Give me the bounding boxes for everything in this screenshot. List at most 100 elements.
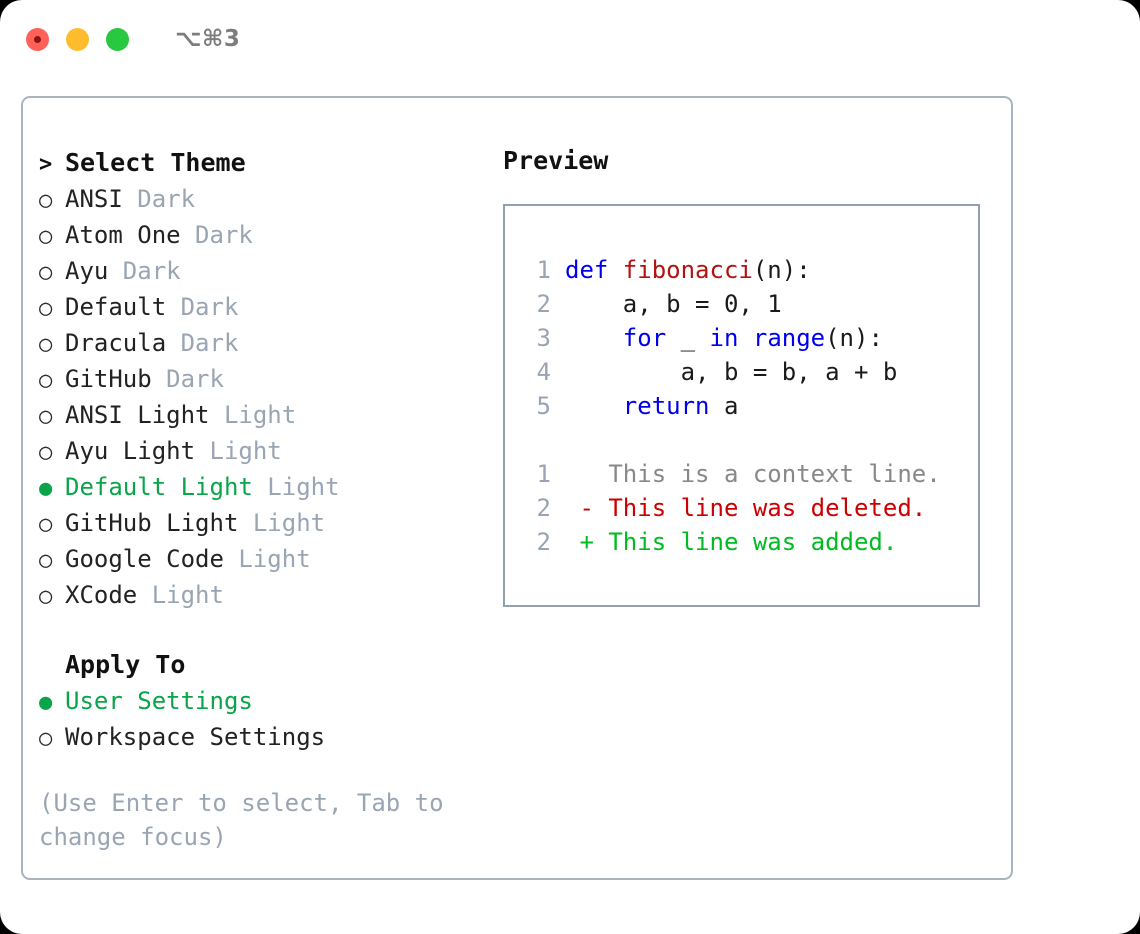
code-line-content: a, b = b, a + b: [565, 355, 898, 389]
code-line-number: 4: [536, 358, 551, 386]
code-token-fn: fibonacci: [622, 256, 753, 284]
apply-to-title: Apply To: [65, 650, 186, 679]
preview-title: Preview: [503, 146, 609, 175]
code-token-plain: _: [666, 324, 710, 352]
theme-variant-badge: Dark: [151, 365, 224, 393]
code-token-plain: (n):: [825, 324, 883, 352]
select-theme-header: > Select Theme: [39, 146, 503, 182]
code-line-2: 3 for _ in range(n):: [523, 321, 978, 355]
theme-option-3[interactable]: ○ Default Dark: [39, 290, 503, 326]
theme-variant-badge: Dark: [122, 185, 196, 213]
select-theme-title: Select Theme: [65, 148, 246, 177]
apply-to-header-spacer: ○: [39, 650, 65, 684]
diff-line-content-add: + This line was added.: [565, 528, 898, 556]
code-token-kw: return: [622, 392, 710, 420]
diff-line-0: 1 This is a context line.: [523, 457, 978, 491]
radio-unselected-icon[interactable]: ○: [39, 368, 53, 393]
theme-variant-badge: Light: [137, 581, 224, 609]
apply-to-option-1[interactable]: ○Workspace Settings: [39, 720, 503, 756]
theme-option-label: GitHub Light: [65, 509, 239, 537]
code-token-kw: in range: [709, 324, 826, 352]
radio-unselected-icon[interactable]: ○: [39, 726, 53, 751]
theme-option-label: Default: [65, 293, 167, 321]
radio-unselected-icon[interactable]: ○: [39, 332, 53, 357]
radio-unselected-icon[interactable]: ○: [39, 188, 53, 213]
radio-selected-icon[interactable]: ●: [39, 690, 53, 715]
diff-line-content-del: - This line was deleted.: [565, 494, 927, 522]
theme-option-8[interactable]: ●Default Light Light: [39, 470, 503, 506]
code-token-plain: [565, 392, 623, 420]
theme-option-11[interactable]: ○ XCode Light: [39, 578, 503, 614]
apply-to-header: ○ Apply To: [39, 648, 503, 684]
code-token-kw: def: [565, 256, 623, 284]
theme-list-column: > Select Theme ○ANSI Dark○Atom One Dark○…: [23, 98, 503, 878]
radio-unselected-icon[interactable]: ○: [39, 440, 53, 465]
theme-option-6[interactable]: ○ANSI Light Light: [39, 398, 503, 434]
theme-option-5[interactable]: ○ GitHub Dark: [39, 362, 503, 398]
theme-selector-panel: > Select Theme ○ANSI Dark○Atom One Dark○…: [21, 96, 1013, 880]
close-window-icon[interactable]: [26, 27, 49, 51]
radio-unselected-icon[interactable]: ○: [39, 260, 53, 285]
theme-option-label: Ayu Light: [65, 437, 196, 465]
apply-to-option-0[interactable]: ● User Settings: [39, 684, 503, 720]
code-line-4: 5 return a: [523, 389, 978, 423]
code-token-plain: a: [709, 392, 739, 420]
diff-line-2: 2 + This line was added.: [523, 525, 978, 559]
theme-variant-badge: Light: [223, 545, 311, 573]
theme-variant-badge: Dark: [166, 329, 239, 357]
theme-option-label: ANSI: [65, 185, 123, 213]
theme-option-7[interactable]: ○ Ayu Light Light: [39, 434, 503, 470]
title-bar: ⌥⌘3: [0, 0, 1140, 78]
minimize-window-icon[interactable]: [66, 27, 89, 51]
code-line-number: 2: [536, 290, 551, 318]
theme-option-1[interactable]: ○ Atom One Dark: [39, 218, 503, 254]
code-token-plain: (n):: [752, 256, 811, 284]
theme-variant-badge: Light: [238, 509, 326, 537]
theme-option-4[interactable]: ○ Dracula Dark: [39, 326, 503, 362]
theme-option-label: XCode: [65, 581, 138, 609]
radio-unselected-icon[interactable]: ○: [39, 548, 53, 573]
diff-line-number: 2: [536, 528, 551, 556]
maximize-window-icon[interactable]: [106, 27, 129, 51]
diff-line-number: 2: [536, 494, 551, 522]
theme-option-10[interactable]: ○ Google Code Light: [39, 542, 503, 578]
code-line-number: 1: [536, 256, 551, 284]
keyboard-shortcut-label: ⌥⌘3: [175, 26, 241, 52]
radio-selected-icon[interactable]: ●: [39, 476, 53, 501]
section-spacer: [39, 614, 503, 648]
theme-option-label: Ayu: [65, 257, 109, 285]
radio-unselected-icon[interactable]: ○: [39, 296, 53, 321]
radio-unselected-icon[interactable]: ○: [39, 512, 53, 537]
code-line-number: 5: [536, 392, 551, 420]
radio-unselected-icon[interactable]: ○: [39, 404, 53, 429]
theme-option-2[interactable]: ○Ayu Dark: [39, 254, 503, 290]
theme-variant-badge: Dark: [180, 221, 253, 249]
theme-option-label: GitHub: [65, 365, 152, 393]
traffic-light-buttons: [26, 27, 129, 51]
theme-option-9[interactable]: ○ GitHub Light Light: [39, 506, 503, 542]
code-line-content: a, b = 0, 1: [565, 287, 782, 321]
theme-option-0[interactable]: ○ ANSI Dark: [39, 182, 503, 218]
theme-option-label: ANSI Light: [65, 401, 210, 429]
theme-variant-badge: Light: [195, 437, 282, 465]
theme-option-label: Google Code: [65, 545, 224, 573]
code-token-plain: a, b = 0, 1: [565, 290, 782, 318]
code-line-3: 4 a, b = b, a + b: [523, 355, 978, 389]
apply-to-option-list: ● User Settings ○Workspace Settings: [39, 684, 503, 756]
code-diff-separator: [523, 423, 978, 457]
apply-to-option-label: User Settings: [65, 687, 253, 715]
code-line-content: return a: [565, 389, 739, 423]
code-token-plain: [565, 324, 623, 352]
diff-sample: 1 This is a context line. 2 - This line w…: [523, 457, 978, 559]
code-token-plain: a, b = b, a + b: [565, 358, 898, 386]
radio-unselected-icon[interactable]: ○: [39, 584, 53, 609]
theme-variant-badge: Dark: [166, 293, 239, 321]
theme-option-label: Dracula: [65, 329, 167, 357]
diff-line-content-ctx: This is a context line.: [565, 460, 941, 488]
theme-option-label: Atom One: [65, 221, 181, 249]
radio-unselected-icon[interactable]: ○: [39, 224, 53, 249]
theme-option-label: Default Light: [65, 473, 253, 501]
